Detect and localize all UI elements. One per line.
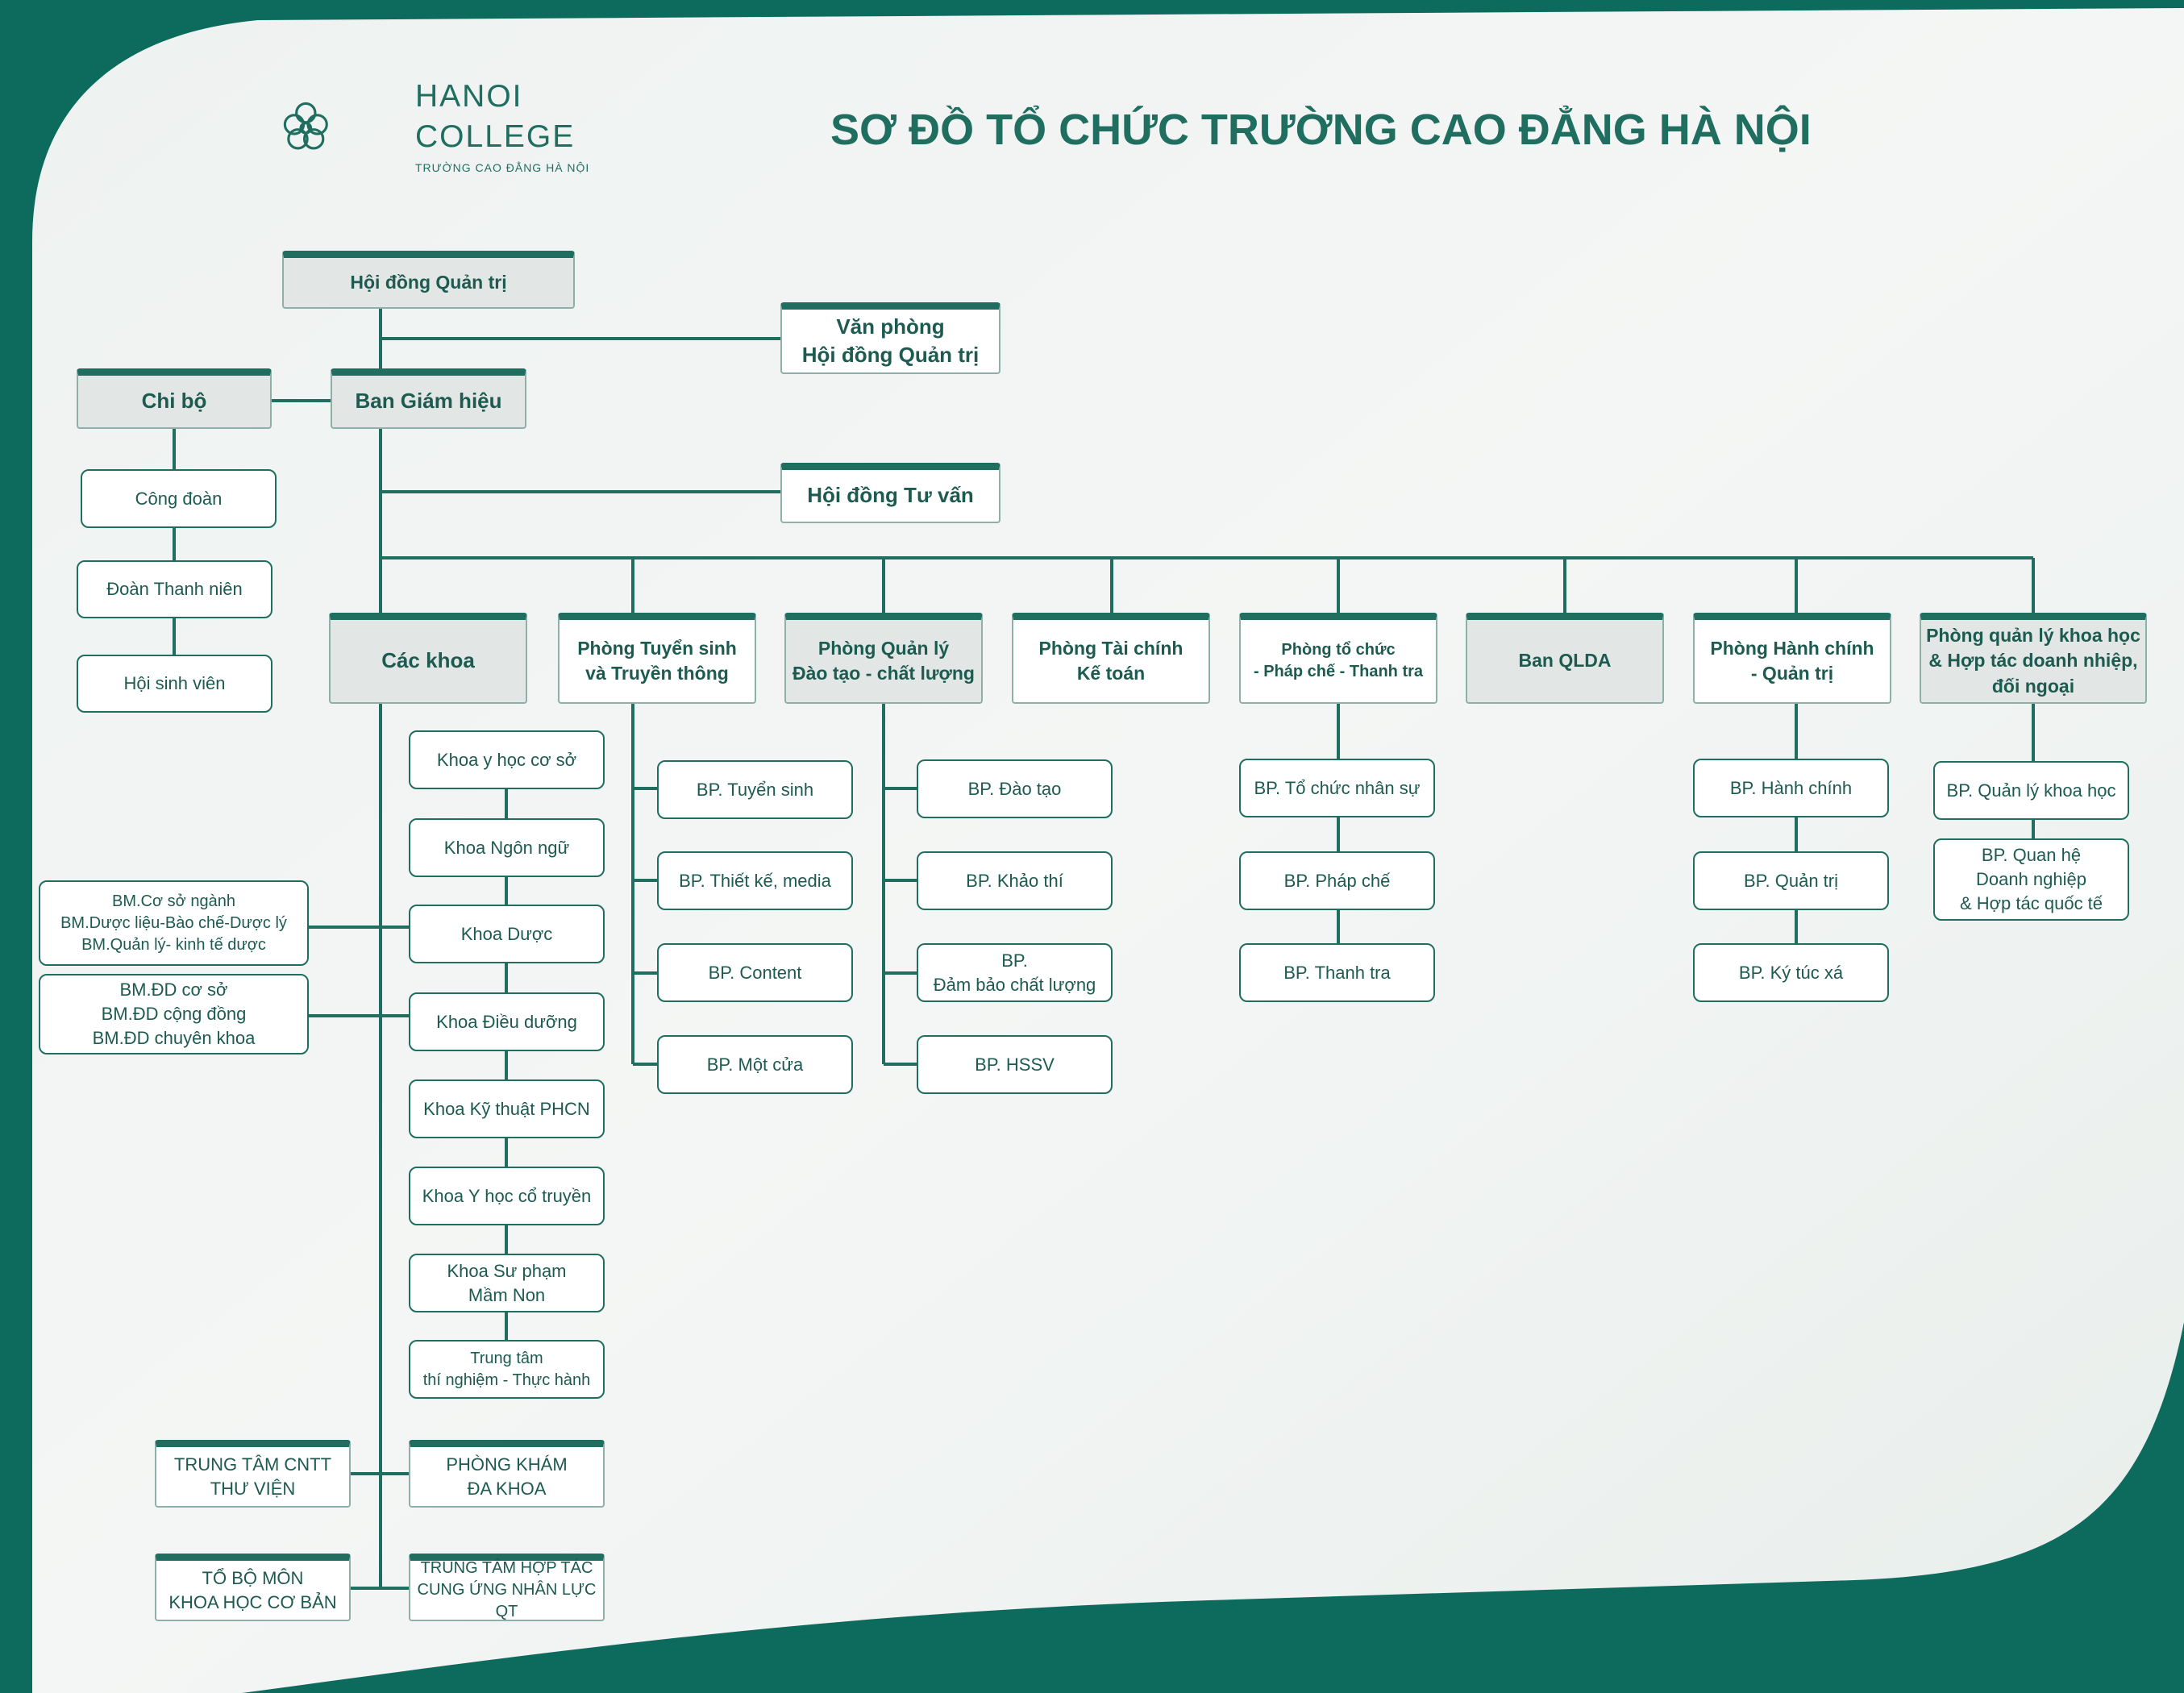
node-cong-doan: Công đoàn — [81, 469, 277, 528]
node-bp-hssv: BP. HSSV — [917, 1035, 1113, 1094]
node-bp-quan-he-doanh-nghiep: BP. Quan hệ Doanh nghiệp & Hợp tác quốc … — [1933, 838, 2129, 921]
node-khoa-su-pham-mam-non: Khoa Sư phạm Mầm Non — [409, 1254, 605, 1312]
node-chi-bo: Chi bộ — [77, 368, 272, 429]
node-ban-giam-hieu: Ban Giám hiệu — [331, 368, 526, 429]
node-to-bo-mon: TỔ BỘ MÔN KHOA HỌC CƠ BẢN — [155, 1554, 351, 1621]
node-phong-hanh-chinh: Phòng Hành chính - Quản trị — [1693, 613, 1891, 704]
node-phong-tai-chinh: Phòng Tài chính Kế toán — [1012, 613, 1210, 704]
node-van-phong-hdqt: Văn phòng Hội đồng Quản trị — [780, 302, 1000, 374]
node-bp-quan-ly-khoa-hoc: BP. Quản lý khoa học — [1933, 761, 2129, 820]
logo-name-line1: HANOI — [415, 79, 523, 114]
node-khoa-dieu-duong: Khoa Điều dưỡng — [409, 992, 605, 1051]
node-phong-to-chuc: Phòng tổ chức - Pháp chế - Thanh tra — [1239, 613, 1437, 704]
node-khoa-y-hoc-co-so: Khoa y học cơ sở — [409, 730, 605, 789]
flower-logo-icon — [283, 102, 328, 150]
node-bp-dam-bao-chat-luong: BP. Đảm bảo chất lượng — [917, 943, 1113, 1002]
node-bp-to-chuc-nhan-su: BP. Tổ chức nhân sự — [1239, 759, 1435, 817]
page-title: SƠ ĐỒ TỔ CHỨC TRƯỜNG CAO ĐẲNG HÀ NỘI — [830, 106, 1812, 154]
node-hoi-dong-tu-van: Hội đồng Tư vấn — [780, 463, 1000, 523]
node-khoa-ky-thuat-phcn: Khoa Kỹ thuật PHCN — [409, 1079, 605, 1138]
node-phong-quan-ly-dao-tao: Phòng Quản lý Đào tạo - chất lượng — [784, 613, 983, 704]
node-phong-quan-ly-khoa-hoc: Phòng quản lý khoa học & Hợp tác doanh n… — [1920, 613, 2147, 704]
node-bp-hanh-chinh: BP. Hành chính — [1693, 759, 1889, 817]
node-cac-khoa: Các khoa — [329, 613, 527, 704]
node-bm-duoc: BM.Cơ sở ngành BM.Dược liệu-Bào chế-Dược… — [39, 880, 309, 966]
node-ban-qlda: Ban QLDA — [1466, 613, 1664, 704]
node-khoa-ngon-ngu: Khoa Ngôn ngữ — [409, 818, 605, 877]
node-bp-phap-che: BP. Pháp chế — [1239, 851, 1435, 910]
node-bp-thiet-ke-media: BP. Thiết kế, media — [657, 851, 853, 910]
node-bp-content: BP. Content — [657, 943, 853, 1002]
node-bp-thanh-tra: BP. Thanh tra — [1239, 943, 1435, 1002]
node-bm-dieu-duong: BM.ĐD cơ sở BM.ĐD cộng đồng BM.ĐD chuyên… — [39, 974, 309, 1054]
logo-subtitle: TRƯỜNG CAO ĐẲNG HÀ NỘI — [415, 161, 590, 174]
node-phong-kham: PHÒNG KHÁM ĐA KHOA — [409, 1440, 605, 1508]
node-bp-dao-tao: BP. Đào tạo — [917, 759, 1113, 818]
node-trung-tam-thi-nghiem: Trung tâm thí nghiệm - Thực hành — [409, 1340, 605, 1399]
node-khoa-duoc: Khoa Dược — [409, 905, 605, 963]
node-bp-ky-tuc-xa: BP. Ký túc xá — [1693, 943, 1889, 1002]
node-doan-thanh-nien: Đoàn Thanh niên — [77, 560, 272, 618]
node-khoa-y-hoc-co-truyen: Khoa Y học cổ truyền — [409, 1167, 605, 1225]
node-trung-tam-hop-tac: TRUNG TÂM HỢP TÁC CUNG ỨNG NHÂN LỰC QT — [409, 1554, 605, 1621]
node-bp-tuyen-sinh: BP. Tuyển sinh — [657, 760, 853, 819]
node-bp-khao-thi: BP. Khảo thí — [917, 851, 1113, 910]
node-bp-quan-tri: BP. Quản trị — [1693, 851, 1889, 910]
node-hoi-dong-quan-tri: Hội đồng Quản trị — [282, 251, 575, 309]
node-phong-tuyen-sinh: Phòng Tuyển sinh và Truyền thông — [558, 613, 756, 704]
node-bp-mot-cua: BP. Một cửa — [657, 1035, 853, 1094]
node-trung-tam-cntt: TRUNG TÂM CNTT THƯ VIỆN — [155, 1440, 351, 1508]
node-hoi-sinh-vien: Hội sinh viên — [77, 655, 272, 713]
logo-name-line2: COLLEGE — [415, 119, 576, 154]
